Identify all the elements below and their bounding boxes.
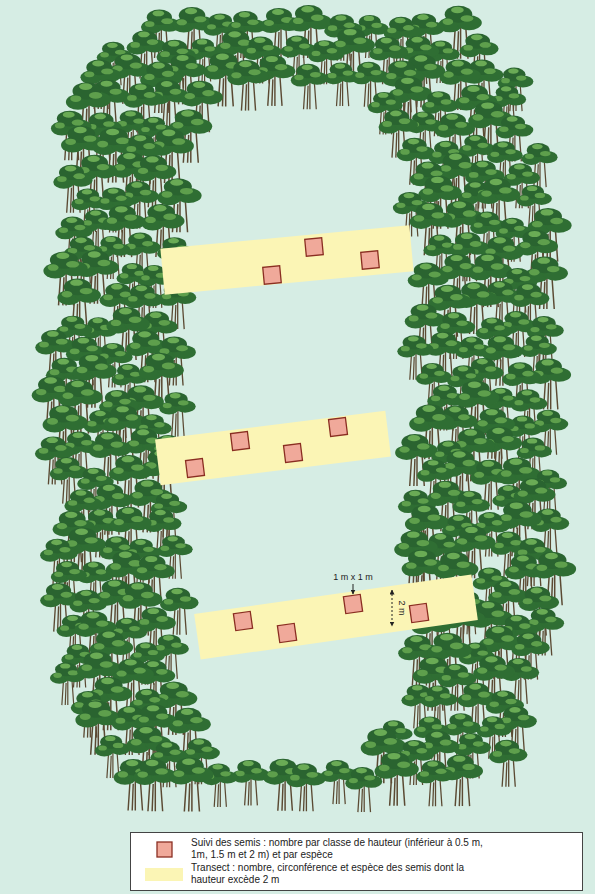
dimension-line — [392, 590, 393, 626]
seedling-quadrat — [409, 603, 428, 622]
pine-tree — [169, 758, 213, 812]
legend-swatch-cell — [137, 867, 191, 882]
pine-tree — [286, 763, 325, 811]
transect-band — [155, 411, 391, 485]
dimension-label: 2 m — [396, 598, 407, 617]
transect-band — [194, 575, 478, 660]
pine-tree — [375, 752, 419, 806]
pine-tree — [232, 760, 269, 806]
pine-tree — [227, 60, 268, 111]
legend-entry: Suivi des semis : nombre par classe de h… — [137, 837, 576, 861]
transect-band — [160, 225, 413, 294]
seedling-quadrat — [231, 432, 250, 451]
transects — [155, 225, 478, 659]
seedling-quadrat — [343, 594, 362, 613]
legend-swatch-cell — [137, 841, 191, 858]
seedling-quadrat — [263, 266, 282, 285]
leader-arrow — [353, 584, 354, 594]
seedling-quadrat — [186, 459, 205, 478]
legend-entry: Transect : nombre, circonférence et espè… — [137, 862, 576, 886]
legend-text: Transect : nombre, circonférence et espè… — [191, 862, 491, 886]
legend-swatch-svg — [156, 841, 173, 858]
seedling-quadrat — [233, 611, 252, 630]
legend-box: Suivi des semis : nombre par classe de h… — [130, 832, 583, 891]
pine-tree — [291, 64, 328, 110]
seedling-quadrat — [361, 251, 380, 270]
legend-swatch-svg — [144, 867, 184, 882]
legend-text: Suivi des semis : nombre par classe de h… — [191, 837, 491, 861]
seedling-quadrat — [284, 444, 303, 463]
dimension-marks — [353, 584, 392, 626]
pine-tree — [324, 63, 360, 107]
quadrat-swatch — [157, 842, 172, 857]
pine-tree — [416, 760, 454, 806]
pine-tree — [345, 767, 382, 812]
tree-ring — [32, 5, 576, 812]
dimension-label: 1 m x 1 m — [331, 572, 375, 583]
pine-tree — [133, 759, 176, 812]
pine-tree — [489, 740, 528, 787]
seedling-quadrat — [305, 238, 324, 257]
transect-swatch — [145, 868, 183, 881]
seedling-quadrat — [329, 418, 348, 437]
seedling-quadrat — [277, 623, 296, 642]
